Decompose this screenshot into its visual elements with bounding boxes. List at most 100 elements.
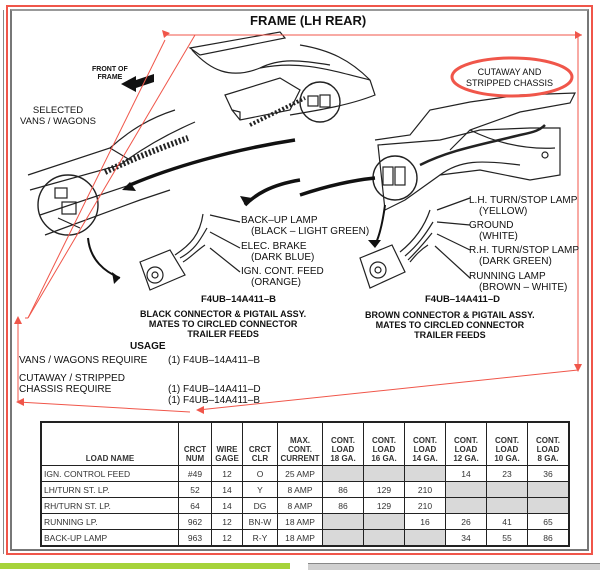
cutaway-label-line-1: CUTAWAY AND: [477, 67, 542, 77]
table-cell: 23: [486, 465, 528, 482]
table-cell: 8 AMP: [277, 497, 323, 514]
header-line: CONT.: [372, 436, 396, 445]
selected-vans-label: SELECTED VANS / WAGONS: [20, 105, 96, 127]
header-line: 18 GA.: [330, 454, 356, 463]
header-line: CONT.: [495, 436, 519, 445]
description-line: BLACK CONNECTOR & PIGTAIL ASSY.: [140, 309, 307, 319]
description-line: MATES TO CIRCLED CONNECTOR: [148, 319, 298, 329]
cutaway-label: CUTAWAY AND STRIPPED CHASSIS: [466, 67, 553, 89]
usage-part: (1) F4UB–14A411–B: [168, 395, 261, 406]
callout-name: L.H. TURN/STOP LAMP: [469, 195, 578, 206]
left-window-edge: [0, 10, 4, 554]
callout-color: (ORANGE): [251, 277, 301, 288]
header-line: 8 GA.: [537, 454, 559, 463]
table-cell: 34: [445, 529, 487, 547]
table-cell: [486, 481, 528, 498]
load-name-cell: BACK-UP LAMP: [40, 529, 179, 547]
bottom-green-bar: [0, 563, 290, 569]
table-cell: [527, 481, 570, 498]
table-cell: BN-W: [242, 513, 278, 530]
table-cell: 210: [404, 481, 446, 498]
usage-part: (1) F4UB–14A411–B: [168, 355, 261, 366]
table-cell: [404, 529, 446, 547]
header-line: CONT.: [536, 436, 560, 445]
table-cell: 16: [404, 513, 446, 530]
table-cell: [322, 465, 364, 482]
table-cell: O: [242, 465, 278, 482]
arrow-cutaway-to-brown: [374, 204, 386, 246]
header-line: LOAD: [331, 445, 355, 454]
callout-name: IGN. CONT. FEED: [241, 266, 324, 277]
table-cell: #49: [178, 465, 212, 482]
table-cell: DG: [242, 497, 278, 514]
header-line: 10 GA.: [494, 454, 520, 463]
table-cell: 8 AMP: [277, 481, 323, 498]
header-line: WIRE: [216, 445, 238, 454]
callout-running-lamp: RUNNING LAMP (BROWN – WHITE): [469, 271, 567, 293]
callout-color: (DARK BLUE): [251, 252, 315, 263]
table-cell: 64: [178, 497, 212, 514]
callout-elec-brake: ELEC. BRAKE (DARK BLUE): [241, 241, 314, 263]
table-cell: 12: [211, 513, 243, 530]
usage-heading: USAGE: [130, 341, 166, 352]
brown-connector-drawing: [359, 209, 434, 289]
table-cell: 52: [178, 481, 212, 498]
left-connector-description: BLACK CONNECTOR & PIGTAIL ASSY. MATES TO…: [140, 309, 306, 339]
header-line: CONT.: [331, 436, 355, 445]
usage-row-cutaway: CUTAWAY / STRIPPED CHASSIS REQUIRE: [19, 373, 125, 395]
right-connector-description: BROWN CONNECTOR & PIGTAIL ASSY. MATES TO…: [365, 310, 535, 340]
table-cell: 12: [211, 465, 243, 482]
frame-rail-upper: [188, 31, 376, 121]
load-name-cell: RUNNING LP.: [40, 513, 179, 530]
header-line: LOAD: [495, 445, 519, 454]
callout-ground: GROUND (WHITE): [469, 220, 518, 242]
usage-label: CUTAWAY / STRIPPED: [19, 373, 125, 384]
table-cell: [322, 513, 364, 530]
callout-color: (YELLOW): [479, 206, 528, 217]
header-line: CLR: [251, 454, 269, 463]
header-line: LOAD: [536, 445, 560, 454]
table-cell: 18 AMP: [277, 513, 323, 530]
table-cell: 36: [527, 465, 570, 482]
harness-coil-upper: [249, 96, 306, 127]
callout-color: (BLACK – LIGHT GREEN): [251, 226, 370, 237]
table-cell: 86: [322, 497, 364, 514]
header-line: CRCT: [248, 445, 272, 454]
black-connector-drawing: [139, 213, 208, 291]
usage-parts-vans: (1) F4UB–14A411–B: [168, 355, 260, 366]
table-cell: 129: [363, 497, 405, 514]
callout-color: (BROWN – WHITE): [479, 282, 568, 293]
description-line: MATES TO CIRCLED CONNECTOR: [375, 320, 525, 330]
harness-cutaway: [419, 124, 546, 167]
usage-label: CHASSIS REQUIRE: [19, 384, 112, 395]
callout-name: GROUND: [469, 220, 514, 231]
red-highlight-frame: [6, 5, 593, 555]
header-line: LOAD NAME: [85, 454, 135, 463]
table-cell: [363, 513, 405, 530]
table-cell: 14: [211, 497, 243, 514]
right-part-number: F4UB–14A411–D: [425, 294, 500, 305]
table-cell: [445, 497, 487, 514]
front-of-frame-label: FRONT OF FRAME: [92, 66, 128, 82]
usage-row-vans: VANS / WAGONS REQUIRE: [19, 355, 147, 366]
arrow-to-black-connector: [243, 178, 301, 207]
table-cell: 18 AMP: [277, 529, 323, 547]
table-cell: 26: [445, 513, 487, 530]
arrow-upper-to-vans: [129, 138, 296, 187]
selected-label-line-2: VANS / WAGONS: [20, 116, 97, 127]
load-name-cell: IGN. CONTROL FEED: [40, 465, 179, 482]
table-cell: 12: [211, 529, 243, 547]
table-cell: 65: [527, 513, 570, 530]
table-cell: 41: [486, 513, 528, 530]
table-cell: 14: [211, 481, 243, 498]
